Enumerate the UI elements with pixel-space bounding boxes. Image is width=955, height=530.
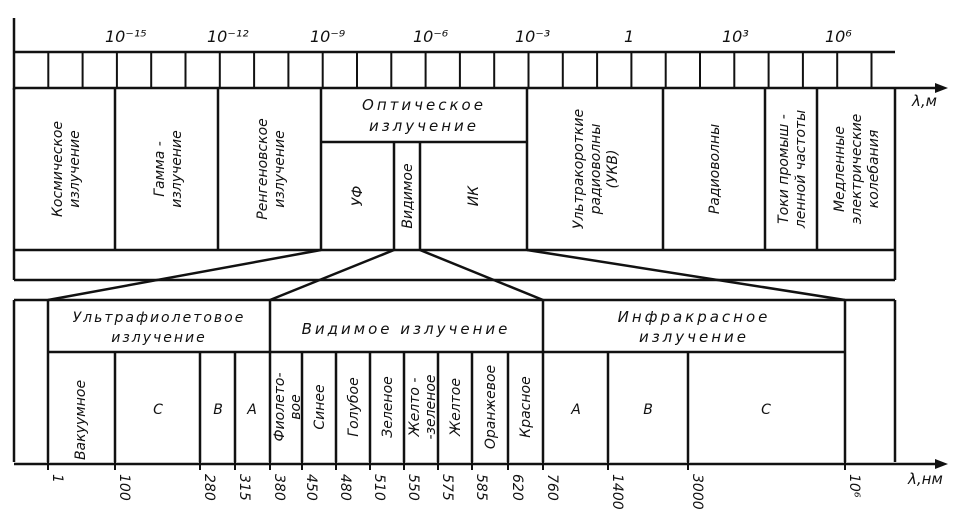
bottom-axis-label: λ,нм xyxy=(907,470,943,488)
color-blue: Синее xyxy=(312,384,328,429)
exponent-label: 10⁶ xyxy=(825,27,852,46)
exponent-label: 10⁻⁹ xyxy=(310,27,346,46)
tick-label: 10⁶ xyxy=(846,474,862,498)
visible-title: Видимое излучение xyxy=(302,320,511,338)
color-orange: Оранжевое xyxy=(483,365,499,449)
tick-label: 1400 xyxy=(609,474,625,510)
band-ir: ИК xyxy=(466,185,482,206)
ir-a: А xyxy=(570,402,581,418)
bottom-axis-ticks: 1 100 280 315 380 450 480 510 550 575 585 620 760 140… xyxy=(47,458,862,510)
diagram-lines xyxy=(12,18,948,469)
band-uv: УФ xyxy=(350,186,366,207)
exponent-label: 10⁻⁶ xyxy=(413,27,449,46)
color-red: Красное xyxy=(518,376,534,437)
top-axis-label: λ,м xyxy=(911,92,937,110)
tick-label: 3000 xyxy=(689,474,705,510)
band-slow: Медленныеэлектрическиеколебания xyxy=(832,114,882,225)
color-green: Зеленое xyxy=(380,376,396,437)
tick-label: 550 xyxy=(405,474,421,501)
uv-c: С xyxy=(153,402,163,418)
ir-b: В xyxy=(643,402,653,418)
tick-label: 380 xyxy=(271,474,287,501)
band-xray: Ренгеновскоеизлучение xyxy=(255,118,288,219)
exponent-label: 1 xyxy=(624,27,634,46)
top-scale-exponents: 10⁻¹⁵ 10⁻¹² 10⁻⁹ 10⁻⁶ 10⁻³ 1 10³ 10⁶ xyxy=(105,27,852,46)
band-radio: Радиоволны xyxy=(707,124,723,214)
uv-vacuum: Вакуумное xyxy=(73,380,89,460)
tick-label: 450 xyxy=(303,474,319,501)
color-yellow-green: Желто --зеленое xyxy=(407,374,439,439)
tick-label: 1 xyxy=(49,474,65,483)
band-cosmic: Космическоеизлучение xyxy=(50,121,83,217)
ir-c: С xyxy=(761,402,771,418)
tick-label: 480 xyxy=(337,474,353,501)
color-violet: Фиолето-вое xyxy=(272,372,304,441)
tick-label: 760 xyxy=(544,474,560,501)
exponent-label: 10⁻¹² xyxy=(207,27,249,46)
tick-label: 575 xyxy=(439,474,455,501)
exponent-label: 10⁻³ xyxy=(515,27,550,46)
band-visible: Видимое xyxy=(400,163,416,228)
uv-a: А xyxy=(246,402,257,418)
color-yellow: Желтое xyxy=(448,378,464,437)
tick-label: 100 xyxy=(116,474,132,501)
exponent-label: 10⁻¹⁵ xyxy=(105,27,147,46)
tick-label: 315 xyxy=(236,474,252,501)
tick-label: 510 xyxy=(371,474,387,501)
tick-label: 620 xyxy=(509,474,525,501)
uv-b: В xyxy=(213,402,223,418)
tick-label: 280 xyxy=(201,474,217,501)
band-industrial: Токи промыш -ленной частоты xyxy=(776,110,809,229)
tick-label: 585 xyxy=(473,474,489,501)
band-vhf: Ультракороткиерадиоволны(УКВ) xyxy=(571,109,621,229)
band-gamma: Гамма -излучение xyxy=(152,130,185,208)
exponent-label: 10³ xyxy=(722,27,749,46)
color-cyan: Голубое xyxy=(346,377,362,436)
